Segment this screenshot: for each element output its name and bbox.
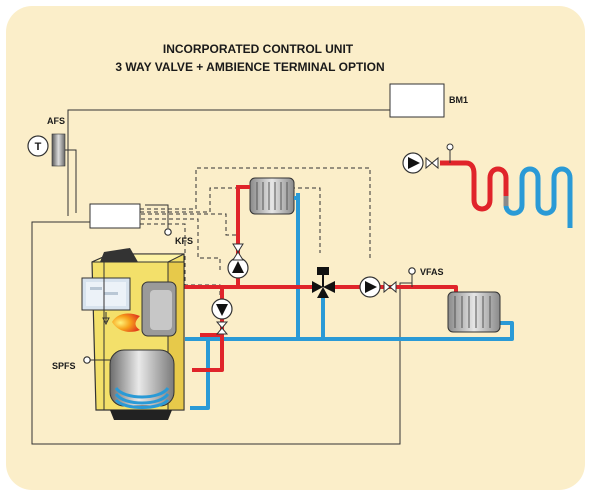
vfas-label: VFAS: [420, 267, 444, 277]
pump-mixed-circuit: [359, 276, 381, 298]
diagram-title-line-1: INCORPORATED CONTROL UNIT: [163, 42, 354, 56]
check-valve-right: [383, 280, 397, 294]
background-panel: [6, 6, 585, 490]
check-valve-lower: [215, 321, 229, 335]
boiler: [81, 248, 185, 420]
bm1-label: BM1: [449, 95, 468, 105]
vfas-sensor-icon: [408, 267, 416, 275]
underfloor-heating-loop: [440, 160, 573, 228]
pump-radiator-circuit: [227, 257, 249, 279]
afs-label: AFS: [47, 116, 65, 126]
radiator-upper-flow: [236, 185, 250, 199]
diagram-title-line-2: 3 WAY VALVE + AMBIENCE TERMINAL OPTION: [115, 60, 384, 74]
check-valve-upper: [232, 243, 244, 261]
check-valve-underfloor: [425, 156, 439, 170]
pump-underfloor-circuit: [402, 152, 424, 174]
cold-return-pipes: [185, 193, 514, 410]
radiator-upper: [249, 177, 295, 215]
radiator-lower-right: [447, 291, 501, 333]
thermostat-symbol: T: [35, 141, 42, 153]
three-way-mixing-valve: [312, 267, 335, 298]
kfs-label: KFS: [175, 236, 193, 246]
outdoor-sensor-afs: [51, 133, 66, 167]
kfs-sensor-icon: [164, 228, 172, 236]
burner-flame-icon: [112, 313, 140, 332]
underfloor-sensor-icon: [446, 143, 454, 151]
ambience-terminal-bm1: [389, 83, 445, 118]
pump-tank-circuit: [211, 298, 233, 320]
incorporated-control-unit: [89, 203, 141, 229]
thermostat-icon: [27, 135, 49, 157]
spfs-label: SPFS: [52, 361, 76, 371]
spfs-sensor-icon: [83, 356, 91, 364]
